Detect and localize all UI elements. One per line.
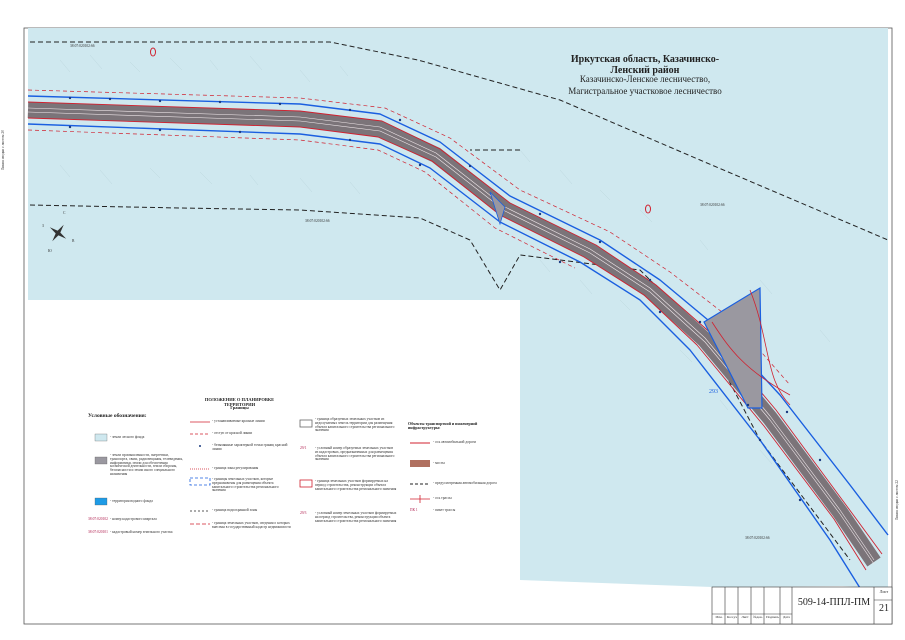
legend-red-line: - устанавливаемые красные линии xyxy=(212,419,265,423)
legend-col2-subtitle: Границы xyxy=(230,405,249,410)
region-title: Иркутская область, Казачинско-Ленский ра… xyxy=(570,54,720,76)
legend-route-axis: - ось трассы xyxy=(433,496,452,500)
compass-rose xyxy=(49,224,67,242)
tb-cell-sheet: Лист xyxy=(741,615,749,619)
legend-item-parcel: - кадастровый номер земельного участка xyxy=(110,530,173,534)
quarter-label-bottom: 38:07:020102:66 xyxy=(745,536,770,540)
legend-formed-parcels: - граница образуемых земельных участков … xyxy=(315,417,395,433)
legend-formed-number: - условный номер образуемых земельных уч… xyxy=(315,446,395,462)
legend-regulation-zone: - граница зоны регулирования xyxy=(212,466,259,470)
compass-north: С xyxy=(63,211,66,215)
legend-item-quarter: - номер кадастрового квартала xyxy=(110,517,157,521)
legend-code-quarter: 38:07:020102 xyxy=(88,517,108,521)
legend-temporary-number: - условный номер земельных участков форм… xyxy=(315,511,397,523)
legend-col4-title: Объекты транспортной и инженерной инфрас… xyxy=(408,421,478,431)
legend-temporary-parcels: - граница земельных участков формируемых… xyxy=(315,479,397,491)
legend-offset-line: - отступ от красной линии xyxy=(212,431,253,435)
compass-east: В xyxy=(72,239,75,243)
sheet-number: 21 xyxy=(879,603,889,614)
compass-south: Ю xyxy=(48,249,52,253)
tb-cell-date: Дата xyxy=(783,615,790,619)
legend-picket-code: ПК 1 xyxy=(410,508,418,512)
right-edge-label: Линия сводки с листом 22 xyxy=(895,480,899,520)
legend-code-parcel: 38:07:020101 xyxy=(88,530,108,534)
legend-bridges: - мосты xyxy=(433,461,445,465)
forestry-line2: Магистральное участковое лесничество xyxy=(568,86,722,96)
legend-item-industry: - земли промышленности, энергетики, тран… xyxy=(110,453,183,476)
legend-parcel-boundary: - границы земельных участков, которые пр… xyxy=(212,477,279,493)
tb-cell-signature: Подпись xyxy=(766,615,779,619)
legend-item-forest: - земли лесного фонда xyxy=(110,435,145,439)
tb-cell-doc: №док. xyxy=(753,615,763,619)
quarter-label-right: 38:07:020102:66 xyxy=(700,203,725,207)
legend-col2-title: ПОЛОЖЕНИЕ О ПЛАНИРОВКЕ ТЕРРИТОРИИ xyxy=(204,397,275,407)
sheet-label: Лист xyxy=(879,589,889,594)
legend-red-line-point: - безымянные характерной точки границ кр… xyxy=(212,443,288,451)
legend-col1-title: Условные обозначения: xyxy=(88,413,147,419)
legend-code-29-1: 29/1 xyxy=(300,446,307,450)
forest-land-area xyxy=(28,28,888,612)
tb-cell-change: Изм. xyxy=(715,615,723,619)
small-junction-area xyxy=(489,191,506,226)
tb-cell-count: Кол.уч xyxy=(727,615,737,619)
doc-code: 509-14-ППЛ-ПМ xyxy=(797,597,871,608)
quarter-label-center: 38:07:020102:66 xyxy=(305,219,330,223)
left-edge-label: Линия сводки с листом 20 xyxy=(1,130,5,170)
legend-road-axis: - ось автомобильной дороги xyxy=(433,440,476,444)
forestry-line1: Казачинско-Ленское лесничество, xyxy=(579,74,711,84)
legend-water-zone: - граница водоохранной зоны xyxy=(212,508,258,512)
compass-west: З xyxy=(42,224,44,228)
legend-picket: - пикет трассы xyxy=(433,508,456,512)
legend-code-29-3: 29/3 xyxy=(300,511,307,515)
junction-area xyxy=(703,286,763,409)
quarter-label-top-left: 38:07:020102:66 xyxy=(70,44,95,48)
km-marker-label: 293 xyxy=(709,389,718,395)
legend-planned-road: - предусмотренная автомобильная дорога xyxy=(433,481,497,485)
legend-cadastre-parcel: - граница земельных участков, сведения о… xyxy=(212,521,291,529)
legend-item-water: - территория водного фонда xyxy=(110,499,153,503)
